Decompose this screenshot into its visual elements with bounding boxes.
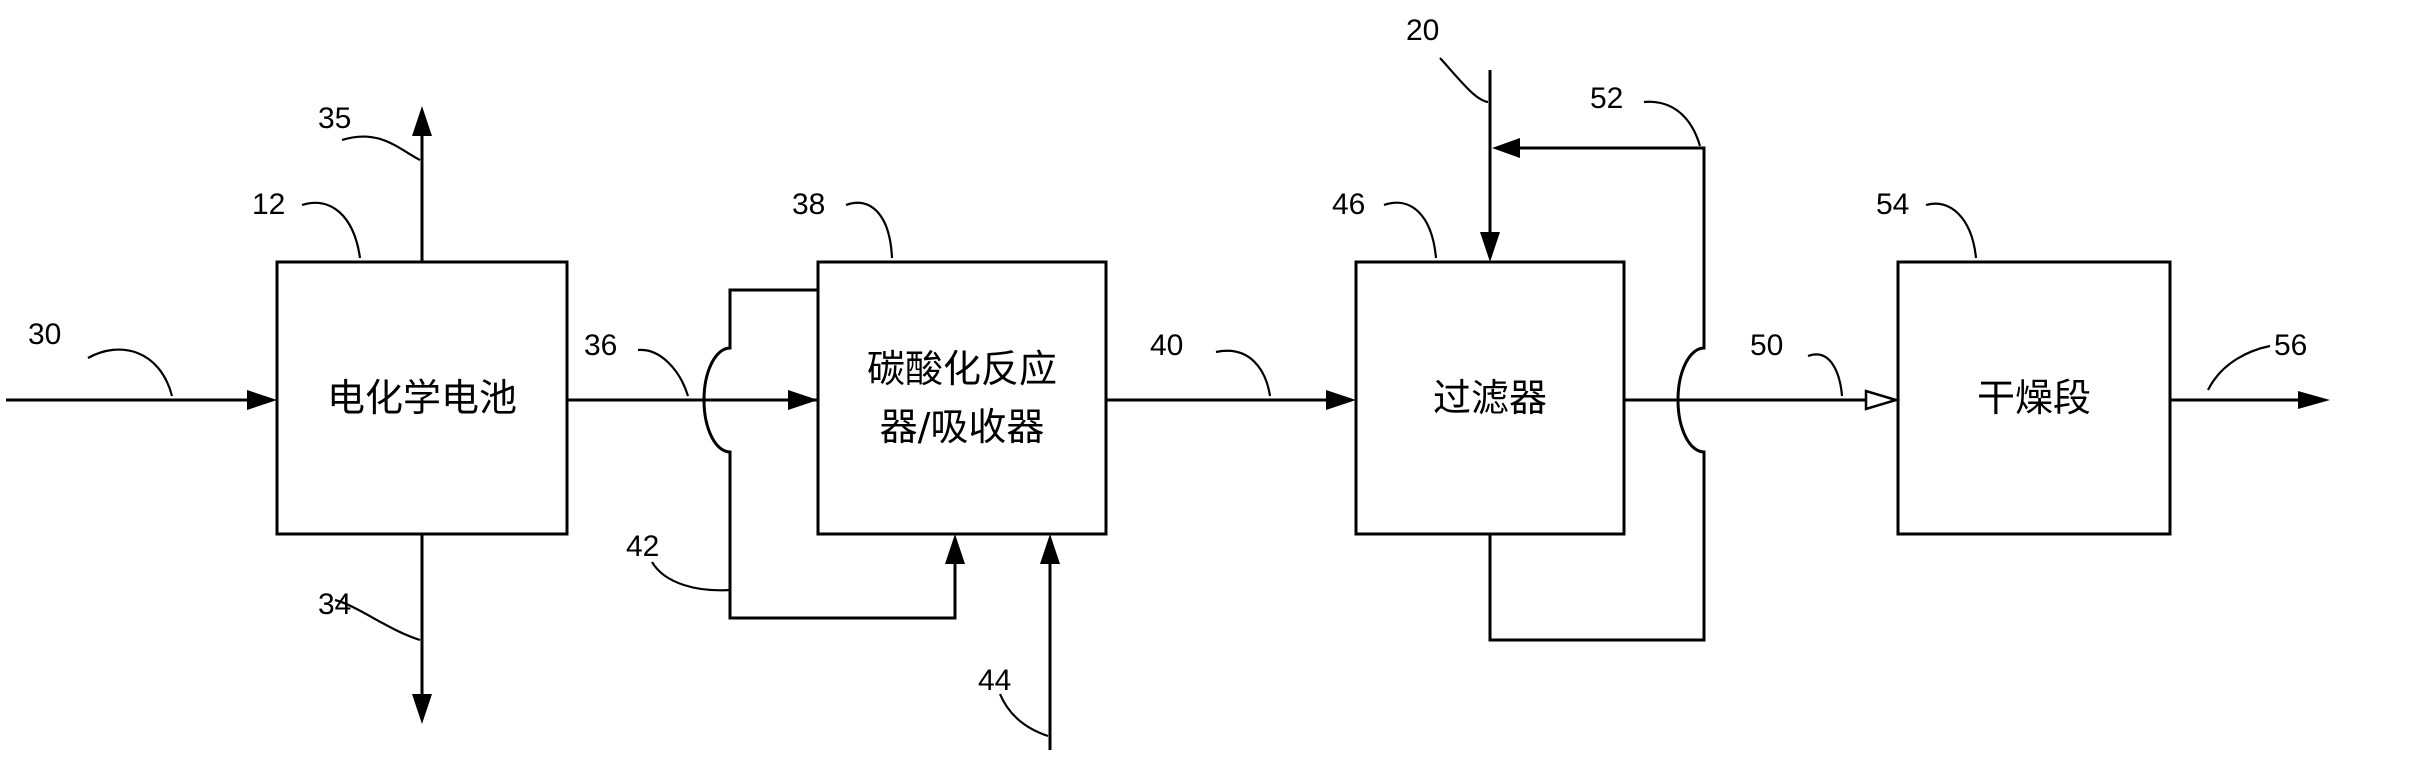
leader-44 bbox=[998, 693, 1049, 738]
ref-42: 42 bbox=[626, 530, 659, 563]
ref-30: 30 bbox=[28, 318, 61, 351]
stream-42-arrowhead bbox=[945, 534, 965, 564]
stream-52-line bbox=[1488, 146, 1706, 642]
ref-38: 38 bbox=[792, 188, 825, 221]
ref-56: 56 bbox=[2274, 329, 2307, 362]
ref-54: 54 bbox=[1876, 188, 1909, 221]
leader-52 bbox=[1643, 100, 1702, 147]
stream-20-arrowhead bbox=[1480, 232, 1500, 262]
leader-46 bbox=[1383, 201, 1438, 259]
stream-30-arrowhead bbox=[247, 390, 277, 410]
ref-12: 12 bbox=[252, 188, 285, 221]
ref-44: 44 bbox=[978, 664, 1011, 697]
stream-56-arrowhead bbox=[2298, 391, 2330, 409]
stream-36-arrowhead bbox=[788, 390, 818, 410]
ref-35: 35 bbox=[318, 102, 351, 135]
stream-40-arrowhead bbox=[1326, 390, 1356, 410]
leader-35 bbox=[341, 135, 421, 161]
ref-36: 36 bbox=[584, 329, 617, 362]
filter-label: 过滤器 bbox=[1433, 376, 1547, 420]
ref-34: 34 bbox=[318, 588, 351, 621]
ref-40: 40 bbox=[1150, 329, 1183, 362]
carbonation-reactor-label-line1: 碳酸化反应 bbox=[867, 347, 1057, 391]
stream-44-arrowhead bbox=[1040, 534, 1060, 564]
stream-34-arrowhead bbox=[412, 694, 432, 724]
leader-12 bbox=[301, 201, 362, 259]
leader-30 bbox=[87, 348, 174, 397]
filter-block bbox=[1354, 260, 1626, 536]
electrochemical-cell-label: 电化学电池 bbox=[327, 376, 517, 420]
electrochemical-cell-block bbox=[275, 260, 569, 536]
leader-38 bbox=[845, 201, 894, 259]
ref-20: 20 bbox=[1406, 14, 1439, 47]
drying-section-label: 干燥段 bbox=[1977, 376, 2091, 420]
stream-50-arrowhead bbox=[1864, 389, 1901, 411]
carbonation-reactor-block bbox=[816, 260, 1108, 536]
leader-56 bbox=[2207, 344, 2271, 391]
leader-54 bbox=[1925, 202, 1978, 259]
drying-section-block bbox=[1896, 260, 2172, 536]
stream-35-arrowhead bbox=[412, 106, 432, 136]
leader-36 bbox=[637, 348, 690, 397]
stream-42-line bbox=[702, 288, 957, 620]
carbonation-reactor-label-line2: 器/吸收器 bbox=[880, 405, 1045, 449]
ref-50: 50 bbox=[1750, 329, 1783, 362]
leader-42 bbox=[651, 561, 731, 592]
stream-52-arrowhead bbox=[1492, 138, 1520, 158]
ref-46: 46 bbox=[1332, 188, 1365, 221]
leader-20 bbox=[1439, 57, 1489, 104]
leader-34 bbox=[334, 598, 421, 642]
leader-50 bbox=[1807, 353, 1844, 397]
ref-52: 52 bbox=[1590, 82, 1623, 115]
leader-40 bbox=[1215, 349, 1272, 397]
